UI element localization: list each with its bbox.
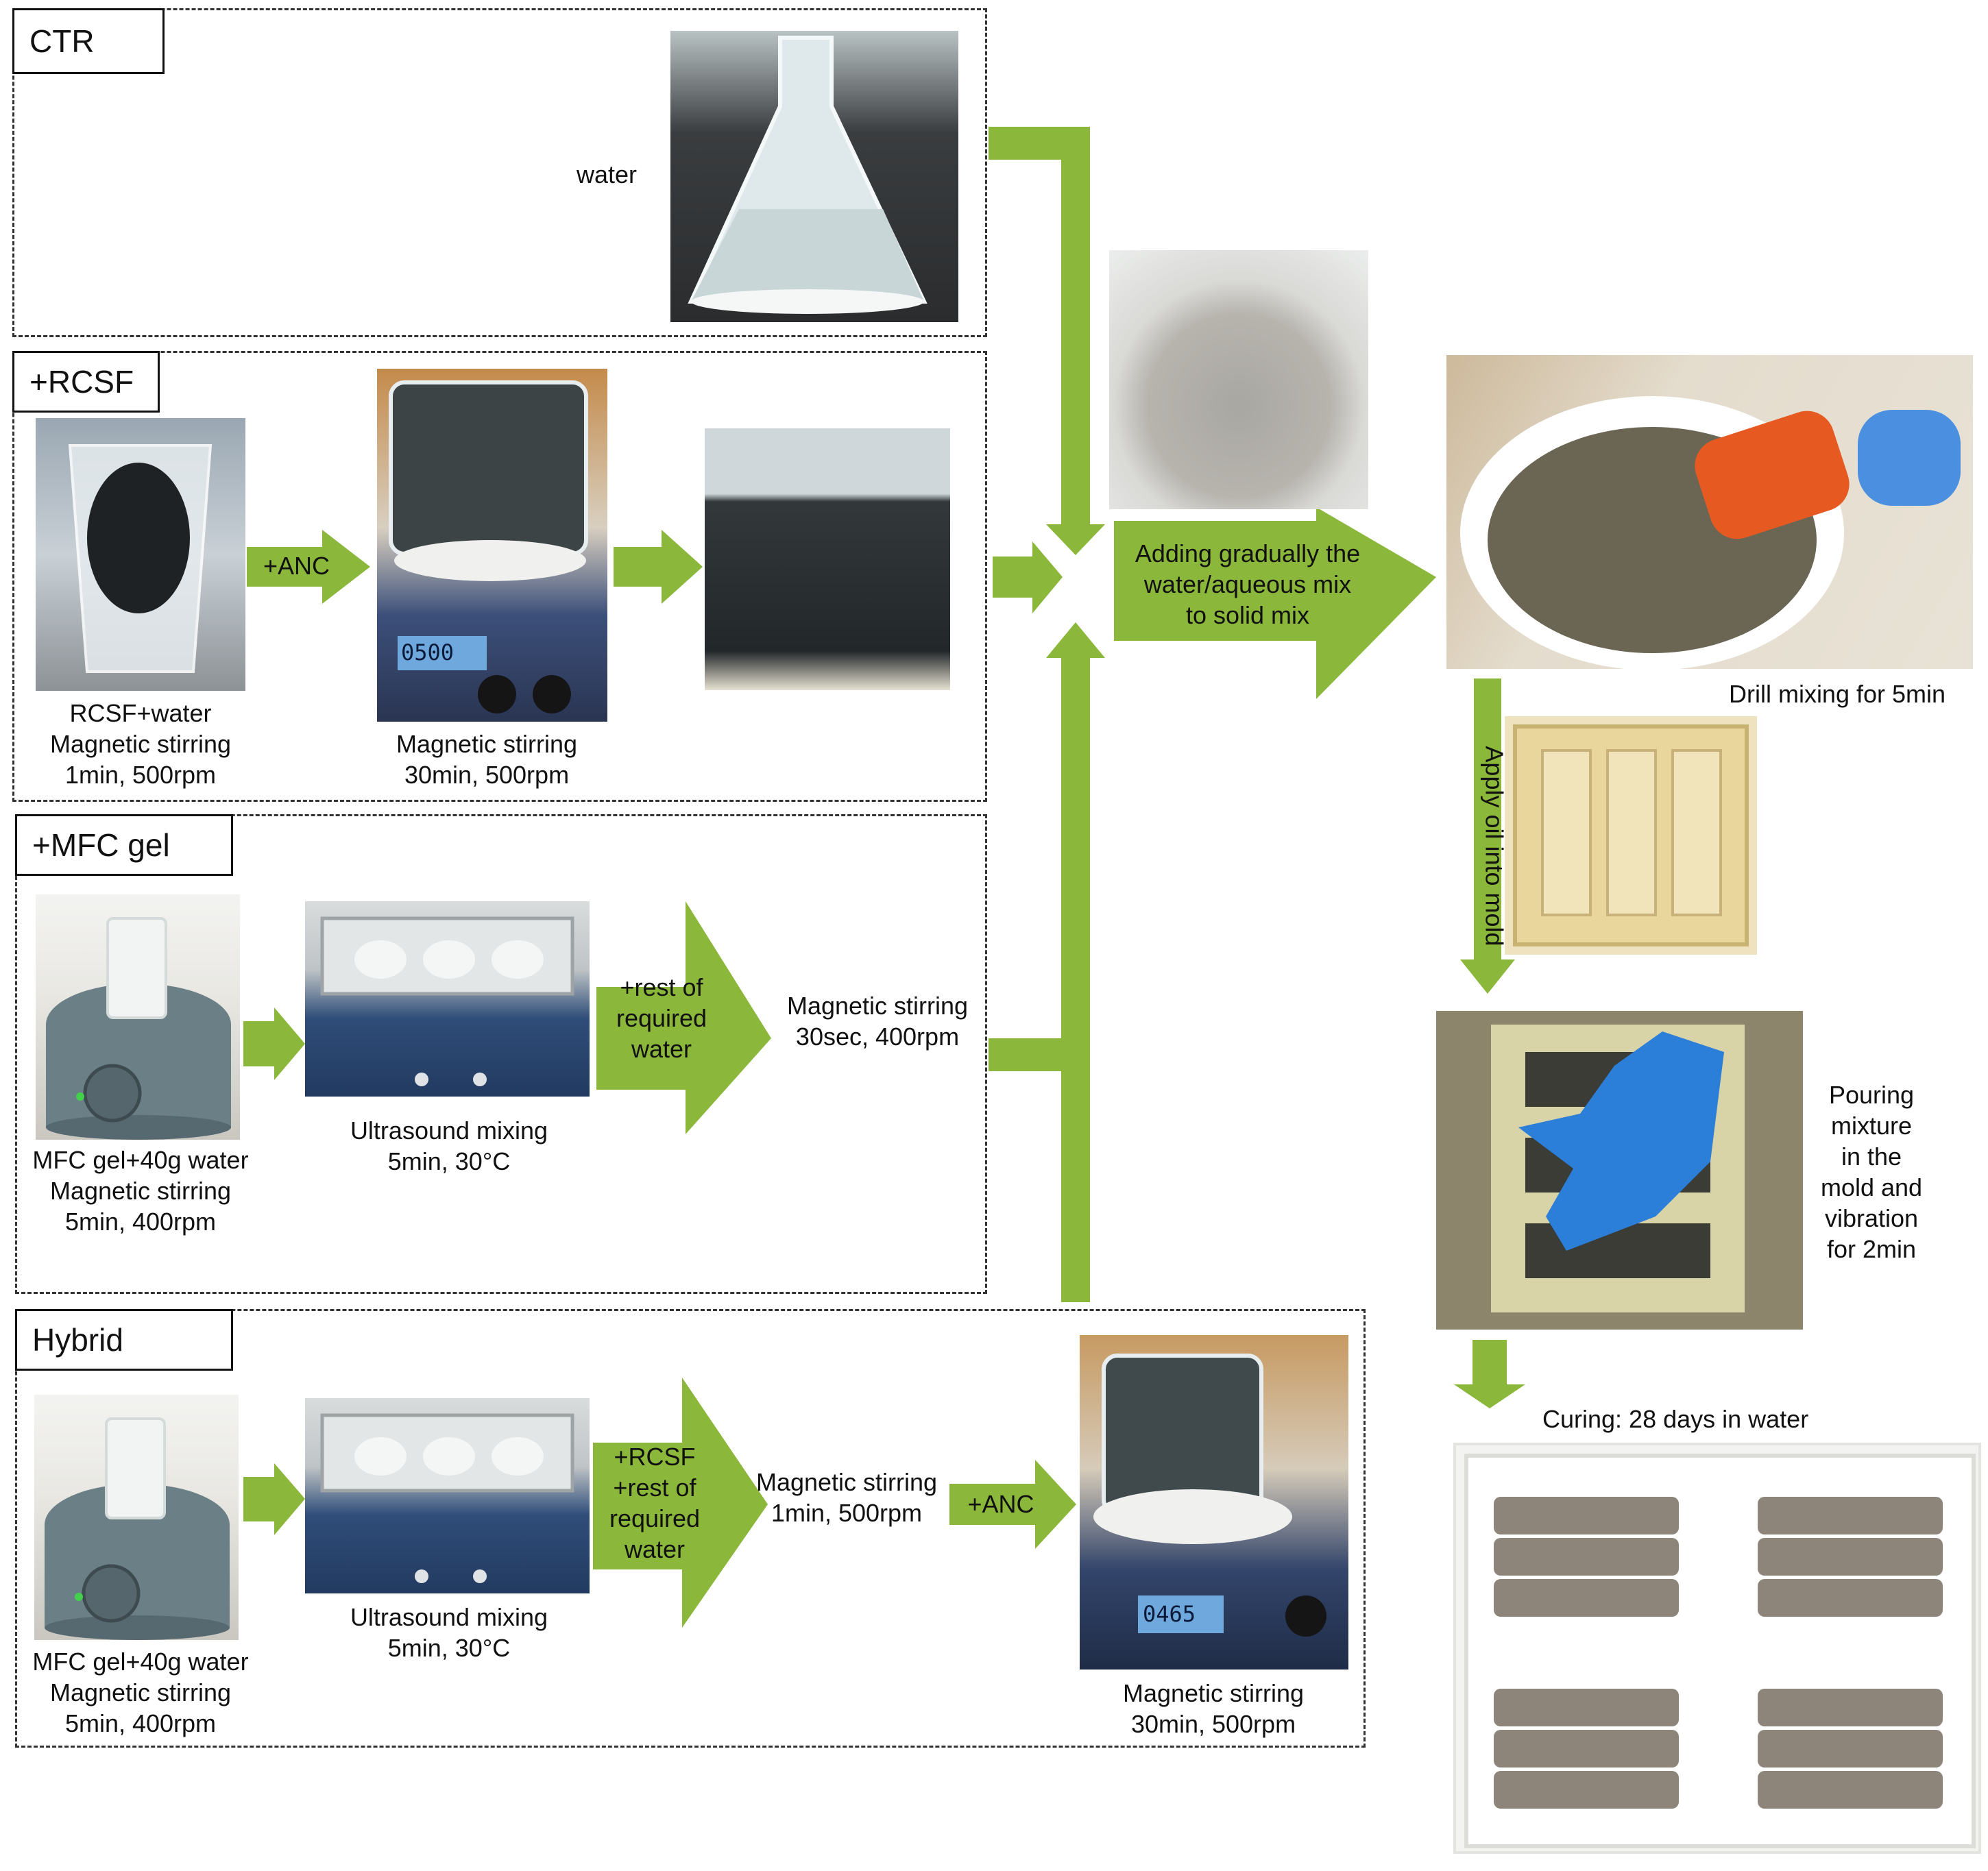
mfc-arrow-text-line3: water (631, 1035, 692, 1063)
rcsf-arrow-2 (614, 530, 703, 604)
ctr-panel (12, 8, 987, 337)
hybrid-title: Hybrid (15, 1309, 233, 1371)
hybrid-panel (15, 1309, 1366, 1748)
beaker-on-stirrer-icon (1093, 1354, 1326, 1637)
hybrid-step2-caption-line1: Ultrasound mixing (350, 1603, 548, 1631)
hybrid-step4-caption-line2: 30min, 500rpm (1130, 1710, 1296, 1738)
mold-icon (1513, 724, 1749, 946)
rcsf-dispersion-photo (705, 428, 950, 690)
mfc-step3-caption-line1: Magnetic stirring (786, 992, 969, 1020)
gel-stirrer-icon (45, 1417, 230, 1640)
gel-stirrer-icon (46, 917, 231, 1140)
rcsf-connector (993, 557, 1032, 598)
cup-with-fibers-icon (68, 444, 213, 673)
hybrid-arrow-1 (243, 1463, 305, 1535)
rcsf-cup-photo (36, 418, 245, 691)
pour-caption-line2: mixture (1830, 1112, 1913, 1140)
mfc-step2-caption-line2: 5min, 30°C (387, 1147, 511, 1175)
hybrid-step1-caption-line2: Magnetic stirring (49, 1678, 232, 1707)
hybrid-step2-caption-line2: 5min, 30°C (387, 1634, 511, 1662)
mfc-stirrer-photo (36, 894, 240, 1140)
curing-caption: Curing: 28 days in water (1542, 1405, 1809, 1433)
rcsf-stirrer-photo: 0500 (377, 369, 607, 722)
hybrid-step3-caption-line2: 1min, 500rpm (771, 1499, 923, 1527)
solid-mix-photo (1109, 250, 1368, 509)
pour-caption-line6: for 2min (1826, 1235, 1917, 1263)
adding-arrow-line1: Adding gradually the (1135, 539, 1361, 567)
mfc-arrow-text-line1: +rest of (620, 973, 703, 1001)
hybrid-arrow-text-line2: +rest of (613, 1473, 696, 1502)
pour-caption-line3: in the (1841, 1142, 1902, 1171)
hybrid-big-arrow (593, 1378, 768, 1628)
beaker-on-stirrer-icon (389, 380, 588, 713)
mfc-arrow-text-line2: required (616, 1004, 707, 1032)
mfc-big-arrow (596, 901, 771, 1134)
trunk-head-up (1046, 622, 1105, 658)
mfc-panel (15, 814, 987, 1294)
bucket-and-drill-icon (1460, 396, 1961, 669)
rcsf-arrow-anc-label: +ANC (263, 552, 330, 580)
curing-tray-icon (1464, 1454, 1976, 1848)
ultrasound-bath-icon (320, 1413, 574, 1583)
rcsf-step1-caption-line2: Magnetic stirring (49, 730, 232, 758)
hybrid-ultrasound-photo (305, 1398, 590, 1593)
rcsf-title: +RCSF (12, 351, 160, 413)
rcsf-step2-caption-line2: 30min, 500rpm (404, 761, 570, 789)
pouring-photo (1436, 1011, 1803, 1330)
rcsf-step1-caption-line1: RCSF+water (69, 699, 212, 727)
rcsf-panel (12, 351, 987, 802)
pour-caption-line5: vibration (1824, 1204, 1919, 1232)
adding-arrow-line3: to solid mix (1185, 601, 1310, 629)
hybrid-arrow-text-line1: +RCSF (614, 1443, 696, 1471)
hybrid-arrow-anc (949, 1460, 1076, 1549)
pour-caption-line4: mold and (1820, 1173, 1923, 1201)
mfc-step1-caption-line3: 5min, 400rpm (64, 1208, 217, 1236)
ctr-flask-photo (670, 31, 958, 322)
hybrid-arrow-text-line4: water (624, 1535, 686, 1563)
ctr-title: CTR (12, 8, 165, 74)
filled-mold-with-glove-icon (1491, 1025, 1745, 1312)
ultrasound-bath-icon (320, 916, 574, 1086)
curing-tray-photo (1453, 1443, 1981, 1854)
hybrid-arrow-anc-label: +ANC (967, 1490, 1034, 1518)
ctr-connector-v (1061, 127, 1090, 524)
oil-arrow (1460, 678, 1515, 994)
hybrid-arrow-text-line3: required (609, 1504, 701, 1532)
mfc-ultrasound-photo (305, 901, 590, 1097)
hybrid-step1-caption-line1: MFC gel+40g water (32, 1648, 249, 1676)
mfc-step2-caption-line1: Ultrasound mixing (350, 1116, 548, 1145)
hybrid-trunk (1061, 658, 1090, 1302)
pour-caption-line1: Pouring (1828, 1081, 1915, 1109)
ctr-connector-head (1046, 524, 1105, 555)
rcsf-arrow-anc (247, 530, 370, 604)
mfc-title: +MFC gel (15, 814, 233, 876)
hybrid-step3-caption-line1: Magnetic stirring (755, 1468, 938, 1496)
drill-mixing-photo (1446, 355, 1973, 669)
hybrid-stirrer-final-photo: 0465 (1080, 1335, 1348, 1670)
pour-arrow (1454, 1340, 1525, 1408)
adding-arrow-line2: water/aqueous mix (1143, 570, 1352, 598)
mfc-arrow-1 (243, 1007, 305, 1080)
oil-mold-photo (1505, 716, 1757, 955)
hybrid-stirrer-display: 0465 (1143, 1601, 1196, 1627)
rcsf-connector-head (1032, 541, 1063, 613)
rcsf-step2-caption-line1: Magnetic stirring (396, 730, 578, 758)
mfc-step3-caption-line2: 30sec, 400rpm (795, 1023, 960, 1051)
rcsf-stirrer-display: 0500 (401, 639, 454, 665)
rcsf-step1-caption-line3: 1min, 500rpm (64, 761, 217, 789)
hybrid-stirrer-photo (34, 1395, 239, 1640)
hybrid-step4-caption-line1: Magnetic stirring (1122, 1679, 1305, 1707)
mfc-step1-caption-line1: MFC gel+40g water (32, 1146, 249, 1174)
adding-arrow (1114, 507, 1436, 699)
flask-icon (688, 36, 928, 314)
hybrid-step1-caption-line3: 5min, 400rpm (64, 1709, 217, 1737)
mfc-step1-caption-line2: Magnetic stirring (49, 1177, 232, 1205)
ctr-water-label: water (576, 160, 638, 188)
drill-caption: Drill mixing for 5min (1728, 680, 1946, 708)
